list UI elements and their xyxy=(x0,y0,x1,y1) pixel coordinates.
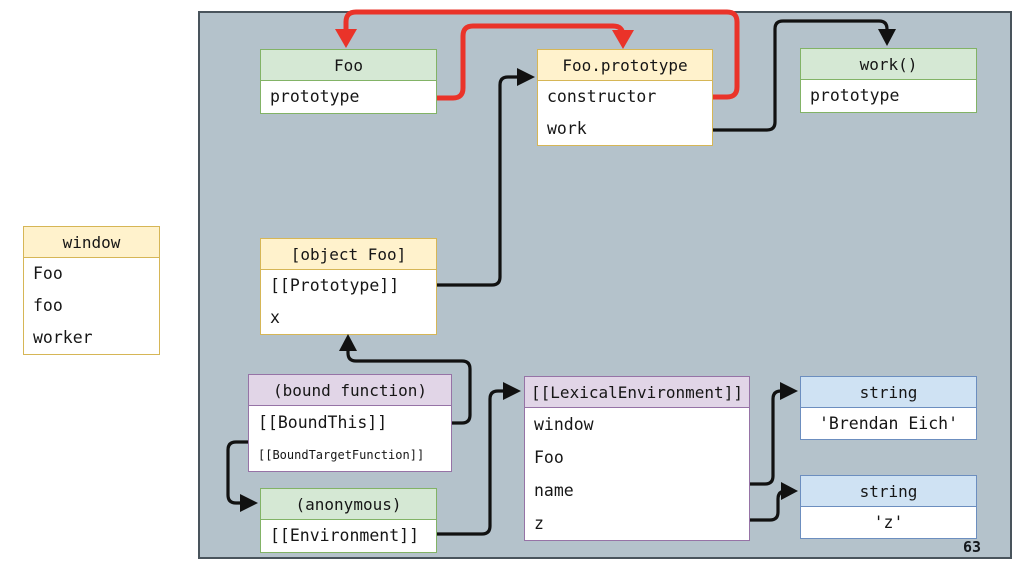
box-foo-title: Foo xyxy=(261,50,436,81)
box-foo-prototype-row-constructor: constructor xyxy=(547,87,657,106)
box-window-title: window xyxy=(24,227,159,258)
box-lexical-environment-row-foo: Foo xyxy=(534,448,564,467)
box-lexical-environment-row-z: z xyxy=(534,514,544,533)
page-number: 63 xyxy=(962,538,982,556)
box-bound-function-row-boundthis: [[BoundThis]] xyxy=(258,413,388,432)
box-string-z: string 'z' xyxy=(800,475,977,539)
box-window: window Foo foo worker xyxy=(23,226,160,355)
box-window-row-foo: Foo xyxy=(33,264,63,283)
box-lexical-environment: [[LexicalEnvironment]] window Foo name z xyxy=(524,376,750,541)
box-foo-prototype-row-work: work xyxy=(547,119,587,138)
box-window-row-foo-lower: foo xyxy=(33,296,63,315)
box-anonymous: (anonymous) [[Environment]] xyxy=(260,488,437,553)
box-foo-row-prototype: prototype xyxy=(270,87,360,106)
box-object-foo-row-x: x xyxy=(270,308,280,327)
box-anonymous-row-environment: [[Environment]] xyxy=(270,526,420,545)
box-object-foo-title: [object Foo] xyxy=(261,239,436,270)
box-foo-prototype: Foo.prototype constructor work xyxy=(537,49,713,146)
box-foo-prototype-title: Foo.prototype xyxy=(538,50,712,81)
box-object-foo-row-prototype-slot: [[Prototype]] xyxy=(270,276,400,295)
box-work-title: work() xyxy=(801,49,976,80)
box-work-row-prototype: prototype xyxy=(810,86,900,105)
box-anonymous-title: (anonymous) xyxy=(261,489,436,520)
box-string-z-title: string xyxy=(801,476,976,507)
box-lexical-environment-row-window: window xyxy=(534,415,594,434)
box-foo: Foo prototype xyxy=(260,49,437,114)
box-string-brendan: string 'Brendan Eich' xyxy=(800,376,977,440)
box-bound-function-title: (bound function) xyxy=(249,375,451,406)
box-lexical-environment-row-name: name xyxy=(534,481,574,500)
box-string-z-value: 'z' xyxy=(873,513,904,532)
box-lexical-environment-title: [[LexicalEnvironment]] xyxy=(525,377,749,408)
box-work: work() prototype xyxy=(800,48,977,113)
box-object-foo: [object Foo] [[Prototype]] x xyxy=(260,238,437,335)
box-window-row-worker: worker xyxy=(33,328,93,347)
box-string-brendan-value: 'Brendan Eich' xyxy=(818,414,959,433)
box-string-brendan-title: string xyxy=(801,377,976,408)
box-bound-function: (bound function) [[BoundThis]] [[BoundTa… xyxy=(248,374,452,472)
box-bound-function-row-boundtarget: [[BoundTargetFunction]] xyxy=(258,448,425,462)
